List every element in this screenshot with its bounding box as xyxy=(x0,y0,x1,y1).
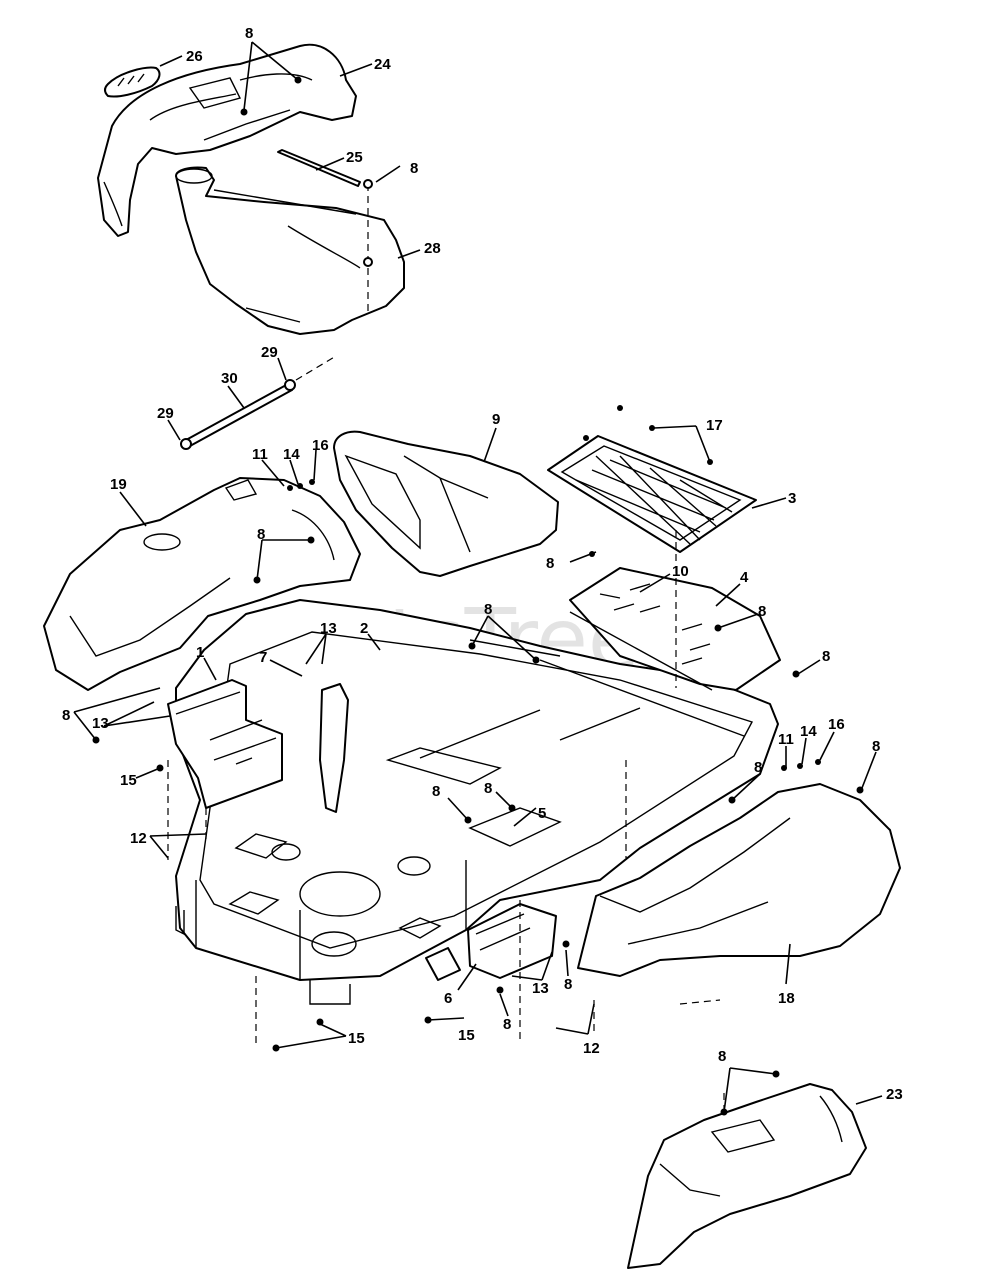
callout-5: 5 xyxy=(538,805,546,822)
callout-2: 2 xyxy=(360,620,368,637)
callout-29: 29 xyxy=(157,405,174,422)
lower-bracket xyxy=(425,903,557,981)
callout-6: 6 xyxy=(444,990,452,1007)
callout-13: 13 xyxy=(320,620,337,637)
callout-8: 8 xyxy=(564,976,572,993)
callout-8: 8 xyxy=(754,759,762,776)
callout-8: 8 xyxy=(484,780,492,797)
callout-13: 13 xyxy=(532,980,549,997)
callout-1: 1 xyxy=(196,644,204,661)
callout-8: 8 xyxy=(546,555,554,572)
callout-14: 14 xyxy=(800,723,817,740)
callout-9: 9 xyxy=(492,411,500,428)
control-bracket xyxy=(167,679,283,809)
callout-8: 8 xyxy=(245,25,253,42)
callout-29: 29 xyxy=(261,344,278,361)
callout-8: 8 xyxy=(257,526,265,543)
rear-axle-shaft xyxy=(180,355,337,450)
callout-23: 23 xyxy=(886,1086,903,1103)
callout-28: 28 xyxy=(424,240,441,257)
assembly-lines xyxy=(167,530,725,1112)
callout-26: 26 xyxy=(186,48,203,65)
rear-cover xyxy=(627,1083,867,1269)
callout-11: 11 xyxy=(778,731,794,748)
callout-15: 15 xyxy=(458,1027,475,1044)
fuel-tank xyxy=(175,166,405,335)
callout-14: 14 xyxy=(283,446,300,463)
callout-8: 8 xyxy=(503,1016,511,1033)
steering-handle-grip xyxy=(104,66,161,98)
callout-labels: 26 8 24 25 8 28 29 30 29 9 17 3 11 14 16… xyxy=(62,25,903,1103)
callout-15: 15 xyxy=(120,772,137,789)
callout-30: 30 xyxy=(221,370,238,387)
seat xyxy=(333,430,559,577)
callout-7: 7 xyxy=(259,649,267,666)
callout-8: 8 xyxy=(410,160,418,177)
callout-16: 16 xyxy=(828,716,845,733)
center-panel xyxy=(319,683,349,813)
left-fender xyxy=(43,477,361,691)
callout-3: 3 xyxy=(788,490,796,507)
callout-19: 19 xyxy=(110,476,127,493)
callout-8: 8 xyxy=(484,601,492,618)
floor-plate xyxy=(547,435,757,553)
mount-plate xyxy=(569,567,781,691)
callout-13: 13 xyxy=(92,715,109,732)
callout-8: 8 xyxy=(432,783,440,800)
callout-4: 4 xyxy=(740,569,749,586)
dash-console-panel xyxy=(97,43,357,237)
callout-16: 16 xyxy=(312,437,329,454)
callout-8: 8 xyxy=(872,738,880,755)
callout-24: 24 xyxy=(374,56,391,73)
callout-12: 12 xyxy=(130,830,147,847)
callout-8: 8 xyxy=(62,707,70,724)
callout-18: 18 xyxy=(778,990,795,1007)
callout-10: 10 xyxy=(672,563,689,580)
right-fender xyxy=(577,783,901,977)
callout-12: 12 xyxy=(583,1040,600,1057)
callout-15: 15 xyxy=(348,1030,365,1047)
callout-8: 8 xyxy=(758,603,766,620)
callout-11: 11 xyxy=(252,446,268,463)
callout-8: 8 xyxy=(822,648,830,665)
leader-lines xyxy=(73,41,883,1113)
callout-8: 8 xyxy=(718,1048,726,1065)
callout-17: 17 xyxy=(706,417,723,434)
callout-25: 25 xyxy=(346,149,363,166)
